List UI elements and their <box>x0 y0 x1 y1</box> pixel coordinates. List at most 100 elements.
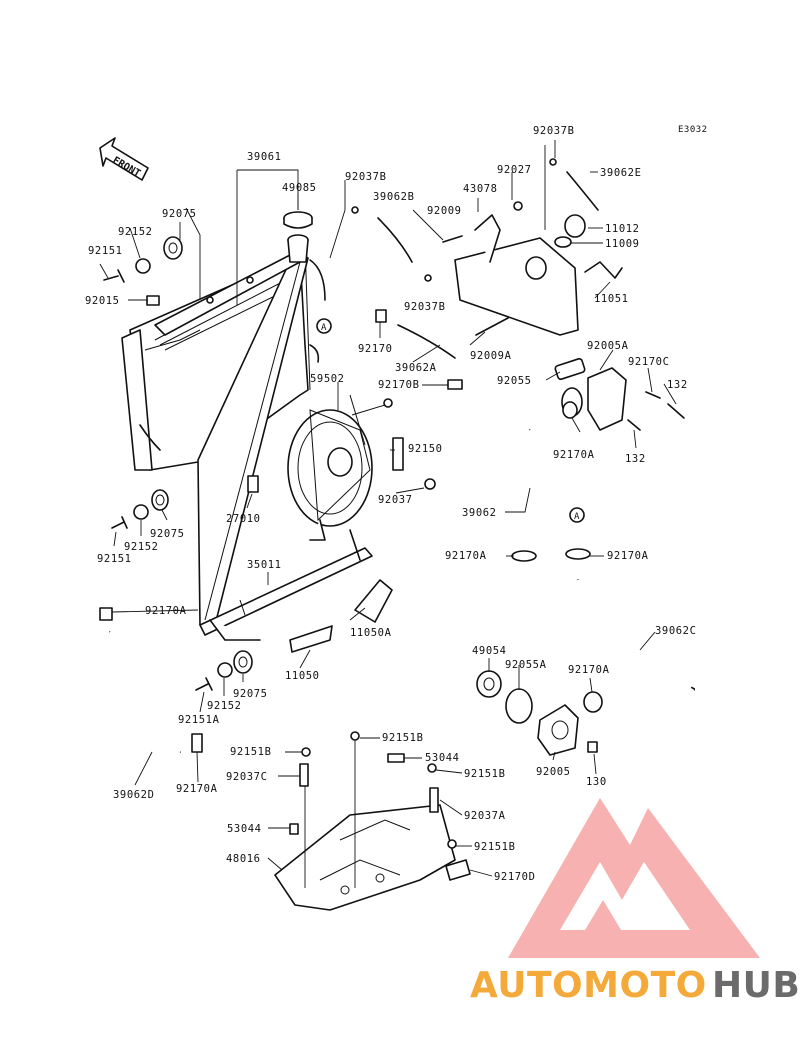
label-92170A-r1: 92170A <box>553 449 595 461</box>
label-130: 130 <box>586 776 607 788</box>
bolt-92009 <box>442 235 463 243</box>
label-92037: 92037 <box>378 494 413 506</box>
bracket-11050 <box>289 625 333 653</box>
clamp-92170 <box>375 309 387 323</box>
bracket-92037A <box>429 787 439 813</box>
label-11012: 11012 <box>605 223 640 235</box>
collar-92152-low <box>217 662 233 678</box>
label-11009: 11009 <box>605 238 640 250</box>
bolt-92151A <box>195 677 213 691</box>
label-92055: 92055 <box>497 375 532 387</box>
label-49085: 49085 <box>282 182 317 194</box>
label-92151B-c: 92151B <box>464 768 506 780</box>
label-92170A-left: 92170A <box>145 605 187 617</box>
label-92170A-low: 92170A <box>568 664 610 676</box>
label-92152-mid: 92152 <box>124 541 159 553</box>
radiator-cap <box>283 211 313 229</box>
clip-92037B-mid <box>424 274 432 282</box>
label-92037B-top: 92037B <box>345 171 387 183</box>
clamp-92170A-mid-right <box>565 548 591 560</box>
label-11050: 11050 <box>285 670 320 682</box>
gasket-92055A <box>505 688 533 724</box>
bracket-11050A <box>354 579 393 623</box>
nut-92015 <box>146 295 160 306</box>
drain-tube <box>139 424 161 451</box>
leader-lines <box>99 140 677 877</box>
label-92170B: 92170B <box>378 379 420 391</box>
bolt-130 <box>587 741 598 753</box>
label-92150: 92150 <box>408 443 443 455</box>
watermark-logo <box>508 798 760 958</box>
label-92075-low: 92075 <box>233 688 268 700</box>
label-92075-mid: 92075 <box>150 528 185 540</box>
label-92055A: 92055A <box>505 659 547 671</box>
label-92005: 92005 <box>536 766 571 778</box>
fan-bracket-35011 <box>199 529 373 641</box>
filler-neck <box>287 234 309 263</box>
label-53044-a: 53044 <box>425 752 460 764</box>
label-92037B-right: 92037B <box>533 125 575 137</box>
grommet-92075-low <box>233 650 253 674</box>
clamp-92170A-r1 <box>562 401 578 419</box>
label-92009: 92009 <box>427 205 462 217</box>
radiator-side-tank <box>197 249 309 626</box>
label-92151-top: 92151 <box>88 245 123 257</box>
label-92151B-d: 92151B <box>474 841 516 853</box>
label-39062C: 39062C <box>655 625 697 637</box>
watermark-part2: HUB <box>712 965 800 1006</box>
label-43078: 43078 <box>463 183 498 195</box>
label-11050A: 11050A <box>350 627 392 639</box>
clip-92037B <box>351 206 359 214</box>
clip-92037B-top <box>549 158 557 166</box>
label-92037B-mid: 92037B <box>404 301 446 313</box>
fan-connector <box>383 398 393 408</box>
callout-a-lower: A <box>569 507 585 523</box>
label-132-b: 132 <box>625 453 646 465</box>
collar-92152-top <box>135 258 151 274</box>
bolt-92151-top <box>103 269 125 283</box>
svg-text:A: A <box>321 323 327 333</box>
label-92152-low: 92152 <box>207 700 242 712</box>
clamp-92170A-left <box>99 607 113 621</box>
label-92151B-a: 92151B <box>230 746 272 758</box>
bolt-92151B-d <box>447 839 457 849</box>
label-92037A: 92037A <box>464 810 506 822</box>
watermark-part1: AUTOMOTO <box>470 965 707 1006</box>
bolt-132-a <box>667 403 685 419</box>
reservoir-tank <box>454 214 579 336</box>
hose-39062A <box>397 324 456 359</box>
thermostat-cover-92005 <box>537 704 579 756</box>
clamp-92170A-bot <box>191 733 203 753</box>
label-92037C: 92037C <box>226 771 268 783</box>
label-92151A: 92151A <box>178 714 220 726</box>
clamp-92170C <box>645 391 661 399</box>
under-cover-48016 <box>274 804 456 911</box>
reservoir-cap-11012 <box>564 214 586 238</box>
fan-wire <box>351 404 386 416</box>
bolt-92151-mid <box>111 516 128 529</box>
grommet-92075-top <box>163 236 183 260</box>
label-92075-top: 92075 <box>162 208 197 220</box>
gasket-11009 <box>554 236 572 248</box>
clamp-92170A-low <box>583 691 603 713</box>
label-11051: 11051 <box>594 293 629 305</box>
thermostat-housing-92005A <box>561 367 627 431</box>
label-49054: 49054 <box>472 645 507 657</box>
label-92170C: 92170C <box>628 356 670 368</box>
clamp-92170A-mid-left <box>511 550 537 562</box>
bracket-11051 <box>584 261 623 279</box>
fan-switch-27010 <box>247 475 259 493</box>
label-27010: 27010 <box>226 513 261 525</box>
bracket-92150 <box>392 437 404 471</box>
clamp-92170B <box>447 379 463 390</box>
label-39062: 39062 <box>462 507 497 519</box>
label-92027: 92027 <box>497 164 532 176</box>
label-48016: 48016 <box>226 853 261 865</box>
callout-a-upper: A <box>316 318 332 334</box>
label-35011: 35011 <box>247 559 282 571</box>
label-92005A: 92005A <box>587 340 629 352</box>
label-39062B: 39062B <box>373 191 415 203</box>
label-39062A: 39062A <box>395 362 437 374</box>
bolt-92009A <box>475 317 509 336</box>
label-92151B-b: 92151B <box>382 732 424 744</box>
